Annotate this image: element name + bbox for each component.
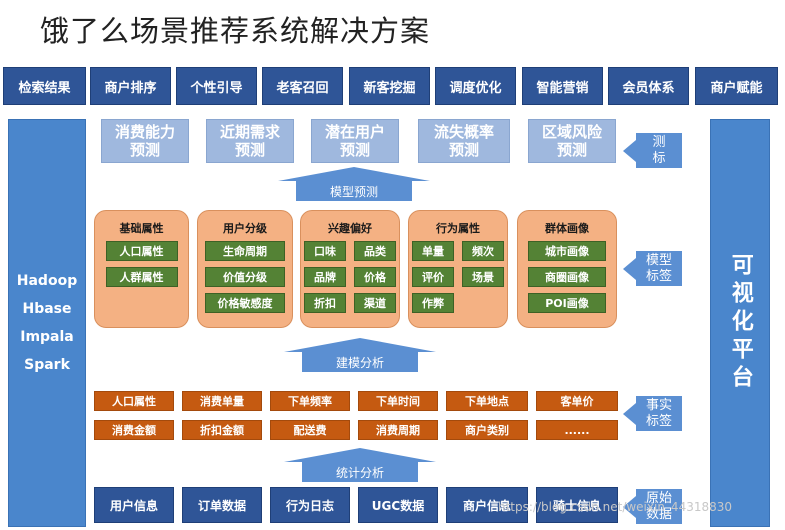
tag-demographic[interactable]: 人口属性 xyxy=(105,241,178,261)
tech-hadoop: Hadoop xyxy=(16,273,78,289)
pred-regional-risk: 区域风险 预测 xyxy=(528,119,616,163)
up-arrow-icon xyxy=(284,448,436,462)
tag-brand[interactable]: 品牌 xyxy=(304,267,346,287)
tag-category[interactable]: 品类 xyxy=(354,241,396,261)
model-predict-label: 模型预测 xyxy=(296,181,412,201)
raw-behavior-log[interactable]: 行为日志 xyxy=(270,487,350,523)
tag-price-sensitivity[interactable]: 价格敏感度 xyxy=(205,293,285,313)
arrow-modeling: 建模分析 xyxy=(284,338,436,372)
tag-channel[interactable]: 渠道 xyxy=(354,293,396,313)
left-arrow-icon xyxy=(623,495,636,518)
model-tags-label: 模型 标签 xyxy=(636,251,682,287)
fact-discount-amount[interactable]: 折扣金额 xyxy=(182,420,262,440)
nav-merchant-ranking[interactable]: 商户排序 xyxy=(90,67,171,105)
raw-user-info[interactable]: 用户信息 xyxy=(94,487,174,523)
tag-business-area-profile[interactable]: 商圈画像 xyxy=(528,267,606,287)
raw-merchant-info[interactable]: 商户信息 xyxy=(446,487,528,523)
fact-order-time[interactable]: 下单时间 xyxy=(358,391,438,411)
test-label: 测 标 xyxy=(636,133,682,169)
nav-smart-marketing[interactable]: 智能营销 xyxy=(522,67,603,105)
tech-impala: Impala xyxy=(20,329,74,345)
fact-demographic[interactable]: 人口属性 xyxy=(94,391,174,411)
tag-lifecycle[interactable]: 生命周期 xyxy=(205,241,285,261)
pred-churn-probability: 流失概率 预测 xyxy=(418,119,510,163)
group-title: 用户分级 xyxy=(223,222,267,235)
arrow-model-tags: 模型 标签 xyxy=(623,251,682,287)
fact-more[interactable]: ...... xyxy=(536,420,618,440)
fact-consumption-amount[interactable]: 消费金额 xyxy=(94,420,174,440)
nav-membership[interactable]: 会员体系 xyxy=(608,67,689,105)
fact-tags-label: 事实 标签 xyxy=(636,396,682,432)
fact-avg-order-price[interactable]: 客单价 xyxy=(536,391,618,411)
arrow-model-predict: 模型预测 xyxy=(278,167,430,201)
tag-order-count[interactable]: 单量 xyxy=(412,241,454,261)
tech-stack-panel: Hadoop Hbase Impala Spark xyxy=(8,119,86,527)
modeling-label: 建模分析 xyxy=(302,352,418,372)
fact-delivery-fee[interactable]: 配送费 xyxy=(270,420,350,440)
arrow-test-label: 测 标 xyxy=(623,133,682,169)
tag-taste[interactable]: 口味 xyxy=(304,241,346,261)
tag-city-profile[interactable]: 城市画像 xyxy=(528,241,606,261)
fact-order-frequency[interactable]: 下单频率 xyxy=(270,391,350,411)
visualization-platform-panel: 可视化平台 xyxy=(710,119,770,527)
tag-crowd[interactable]: 人群属性 xyxy=(105,267,178,287)
group-title: 行为属性 xyxy=(436,222,480,235)
tag-poi-profile[interactable]: POI画像 xyxy=(528,293,606,313)
page-title: 饿了么场景推荐系统解决方案 xyxy=(40,14,431,48)
nav-dispatch-optimization[interactable]: 调度优化 xyxy=(435,67,516,105)
nav-merchant-empower[interactable]: 商户赋能 xyxy=(695,67,778,105)
raw-data-label: 原始 数据 xyxy=(636,489,682,525)
pred-potential-users: 潜在用户 预测 xyxy=(311,119,399,163)
visualization-platform-label: 可视化平台 xyxy=(727,253,753,393)
group-behavior-attributes: 行为属性 单量 频次 评价 场景 作弊 xyxy=(408,210,508,328)
pred-recent-demand: 近期需求 预测 xyxy=(206,119,294,163)
group-interest-preference: 兴趣偏好 口味 品类 品牌 价格 折扣 渠道 xyxy=(300,210,400,328)
group-title: 基础属性 xyxy=(119,222,164,235)
watermark-text: https://blog.csdn.net/weixin_44318830 xyxy=(498,500,733,514)
up-arrow-icon xyxy=(278,167,430,181)
left-arrow-icon xyxy=(623,402,636,425)
statistics-label: 统计分析 xyxy=(302,462,418,482)
group-title: 兴趣偏好 xyxy=(328,222,372,235)
left-arrow-icon xyxy=(623,139,636,162)
arrow-statistics: 统计分析 xyxy=(284,448,436,482)
tag-fraud[interactable]: 作弊 xyxy=(412,293,454,313)
group-crowd-profile: 群体画像 城市画像 商圈画像 POI画像 xyxy=(517,210,617,328)
tag-price[interactable]: 价格 xyxy=(354,267,396,287)
tech-hbase: Hbase xyxy=(22,301,72,317)
group-user-grading: 用户分级 生命周期 价值分级 价格敏感度 xyxy=(197,210,293,328)
tag-value-grade[interactable]: 价值分级 xyxy=(205,267,285,287)
up-arrow-icon xyxy=(284,338,436,352)
pred-consumption-ability: 消费能力 预测 xyxy=(101,119,189,163)
tech-spark: Spark xyxy=(24,357,70,373)
nav-search-results[interactable]: 检索结果 xyxy=(3,67,86,105)
group-title: 群体画像 xyxy=(545,222,589,235)
fact-order-volume[interactable]: 消费单量 xyxy=(182,391,262,411)
raw-rider-info[interactable]: 骑士信息 xyxy=(536,487,618,523)
nav-old-customer-recall[interactable]: 老客召回 xyxy=(262,67,343,105)
left-arrow-icon xyxy=(623,257,636,280)
raw-ugc-data[interactable]: UGC数据 xyxy=(358,487,438,523)
nav-personal-guide[interactable]: 个性引导 xyxy=(176,67,257,105)
tag-frequency[interactable]: 频次 xyxy=(462,241,504,261)
fact-order-location[interactable]: 下单地点 xyxy=(446,391,528,411)
raw-order-data[interactable]: 订单数据 xyxy=(182,487,262,523)
fact-consumption-cycle[interactable]: 消费周期 xyxy=(358,420,438,440)
group-basic-attributes: 基础属性 人口属性 人群属性 xyxy=(94,210,189,328)
nav-new-customer-mining[interactable]: 新客挖掘 xyxy=(349,67,430,105)
arrow-fact-tags: 事实 标签 xyxy=(623,396,682,432)
tag-discount[interactable]: 折扣 xyxy=(304,293,346,313)
tag-review[interactable]: 评价 xyxy=(412,267,454,287)
tag-scene[interactable]: 场景 xyxy=(462,267,504,287)
fact-merchant-category[interactable]: 商户类别 xyxy=(446,420,528,440)
arrow-raw-data: 原始 数据 xyxy=(623,489,682,525)
